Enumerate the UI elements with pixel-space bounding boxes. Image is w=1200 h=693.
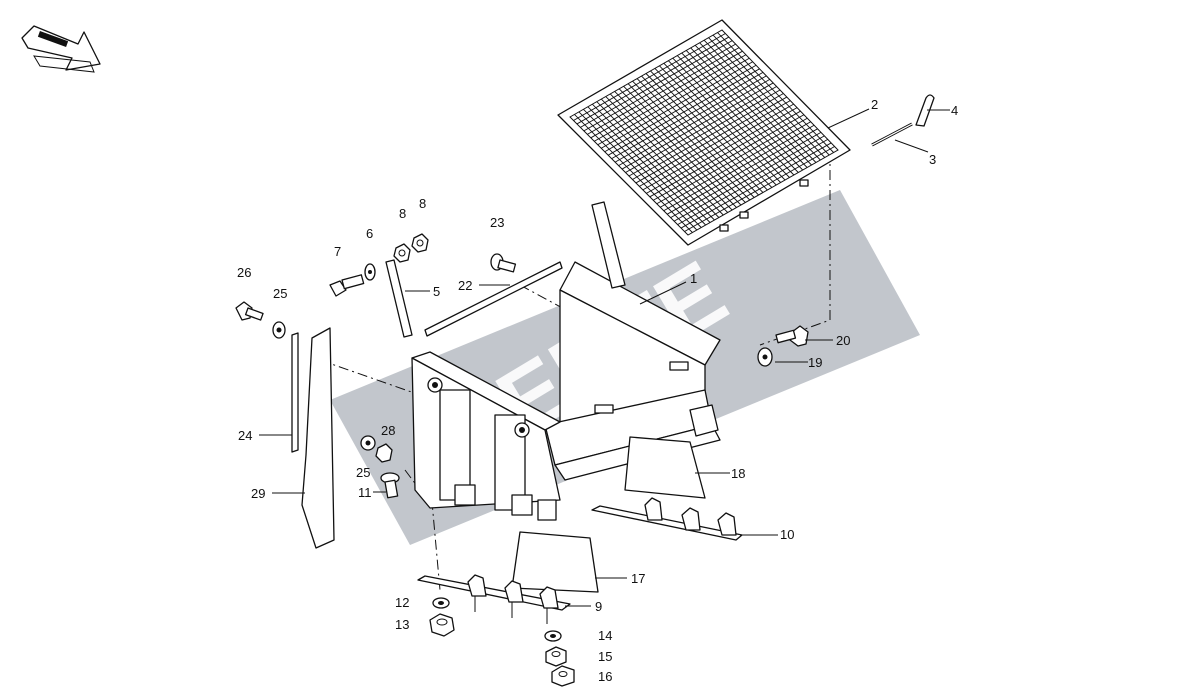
leader-lines	[259, 108, 950, 607]
orientation-arrow-icon	[21, 25, 101, 73]
washer-25a-icon	[272, 321, 286, 339]
callout-18: 18	[731, 466, 745, 481]
callout-29: 29	[251, 486, 265, 501]
washer-19-icon	[757, 347, 773, 367]
main-frame-part	[411, 201, 721, 521]
callout-26: 26	[237, 265, 251, 280]
mesh-grid-part	[557, 19, 851, 246]
callout-labels: 1 2 3 4 5 6 7 8 8 9 10 11 12 13 14 15 16…	[237, 97, 958, 684]
bumper-rail-9-part	[417, 574, 571, 624]
nut-15-icon	[545, 646, 567, 667]
callout-5: 5	[433, 284, 440, 299]
callout-2: 2	[871, 97, 878, 112]
nut-8a-icon	[393, 243, 411, 263]
callout-14: 14	[598, 628, 612, 643]
stay-bar-part	[385, 259, 413, 338]
callout-24: 24	[238, 428, 252, 443]
bolt-23-icon	[490, 253, 517, 273]
callout-28: 28	[381, 423, 395, 438]
washer-25b-icon	[360, 435, 376, 451]
bolt-20-icon	[775, 325, 809, 347]
mesh-lines	[573, 32, 835, 233]
strip-part	[424, 261, 563, 337]
callout-6: 6	[366, 226, 373, 241]
callout-10: 10	[780, 527, 794, 542]
callout-25b: 25	[356, 465, 370, 480]
callout-4: 4	[951, 103, 958, 118]
bolt-11-icon	[380, 472, 400, 499]
callout-8a: 8	[399, 206, 406, 221]
callout-7: 7	[334, 244, 341, 259]
side-plate-part	[301, 327, 335, 549]
callout-25a: 25	[273, 286, 287, 301]
callout-9: 9	[595, 599, 602, 614]
callout-16: 16	[598, 669, 612, 684]
callout-17: 17	[631, 571, 645, 586]
washer-6-icon	[364, 263, 376, 281]
callout-8b: 8	[419, 196, 426, 211]
bumper-rail-10-part	[591, 497, 743, 541]
rod-pin-part	[871, 122, 913, 147]
deflector-plate-18-part	[624, 436, 706, 499]
side-strip-part	[291, 332, 299, 453]
callout-11: 11	[358, 485, 372, 500]
callout-19: 19	[808, 355, 822, 370]
nut-28-icon	[375, 443, 393, 463]
nut-8b-icon	[411, 233, 429, 253]
nut-13-icon	[429, 613, 455, 637]
callout-3: 3	[929, 152, 936, 167]
washer-12-icon	[432, 597, 450, 609]
callout-22: 22	[458, 278, 472, 293]
callout-15: 15	[598, 649, 612, 664]
bolt-7-icon	[329, 274, 365, 297]
bolt-26-icon	[235, 301, 264, 321]
washer-14-icon	[544, 630, 562, 642]
callout-13: 13	[395, 617, 409, 632]
callout-1: 1	[690, 271, 697, 286]
callout-12: 12	[395, 595, 409, 610]
callout-20: 20	[836, 333, 850, 348]
cotter-pin-part	[915, 94, 935, 127]
callout-23: 23	[490, 215, 504, 230]
nut-16-icon	[551, 665, 575, 687]
deflector-plate-17-part	[511, 531, 599, 593]
